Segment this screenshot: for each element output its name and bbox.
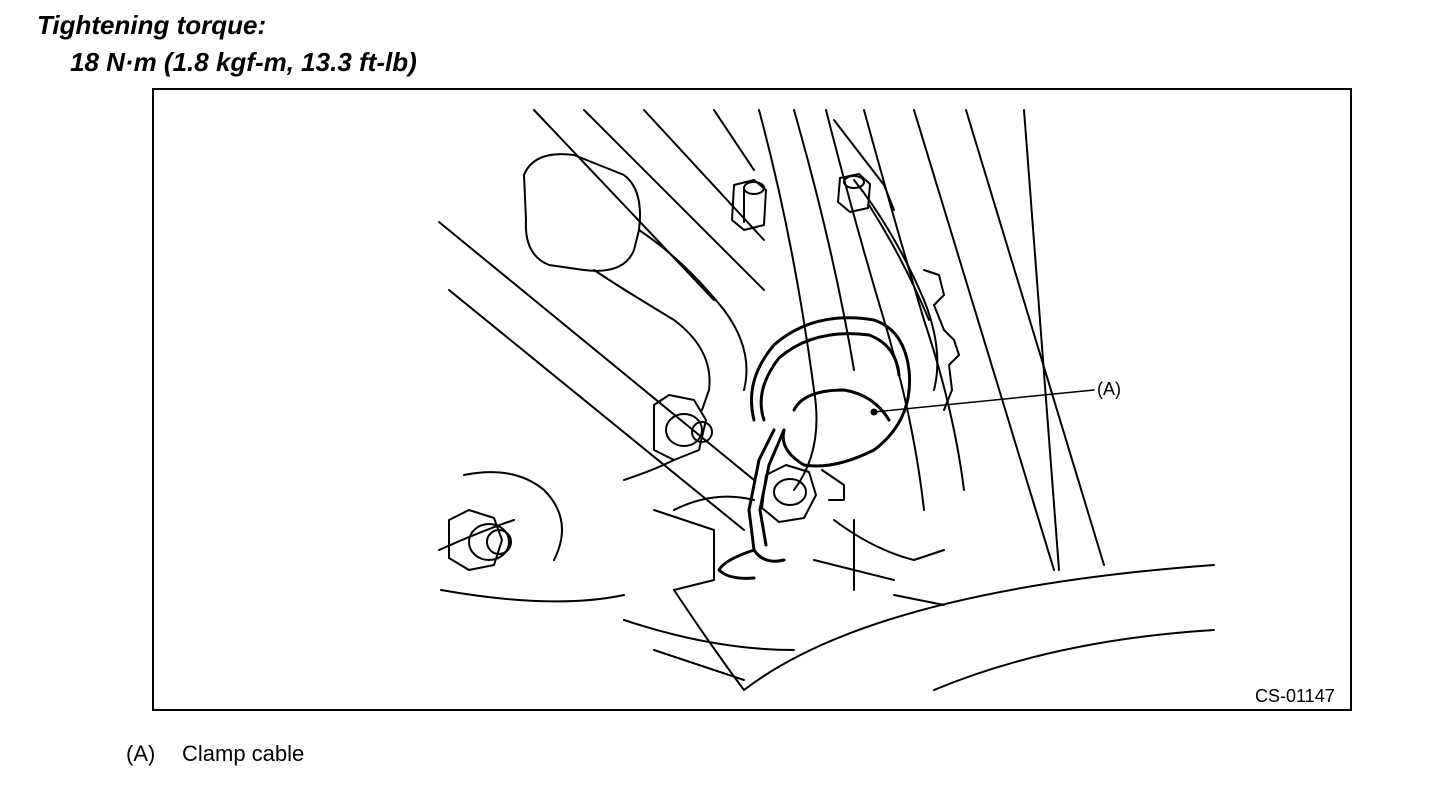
figure-id: CS-01147 [1255, 686, 1335, 706]
legend-text: Clamp cable [182, 741, 305, 766]
housing-block [523, 153, 641, 272]
callout-label-a: (A) [1097, 379, 1121, 399]
callout-leader [873, 389, 1095, 413]
legend-key: (A) [126, 741, 156, 766]
torque-heading: Tightening torque: [37, 10, 267, 40]
housing-outline-lines [438, 109, 765, 603]
gear-outline [923, 269, 960, 411]
lower-housing-lines [623, 495, 945, 691]
figure-frame: (A) CS-01147 [152, 88, 1352, 711]
left-bolt [623, 394, 713, 481]
legend-item: (A) Clamp cable [126, 741, 304, 767]
lower-left-bolt [448, 471, 563, 571]
clamp-bolt [761, 464, 845, 523]
clamp-illustration [438, 109, 1215, 691]
torque-value: 18 N·m (1.8 kgf-m, 13.3 ft-lb) [70, 47, 417, 77]
top-bolt-left [731, 179, 767, 231]
wheel-arc [743, 564, 1215, 691]
cable-tube-lines [758, 109, 1105, 571]
